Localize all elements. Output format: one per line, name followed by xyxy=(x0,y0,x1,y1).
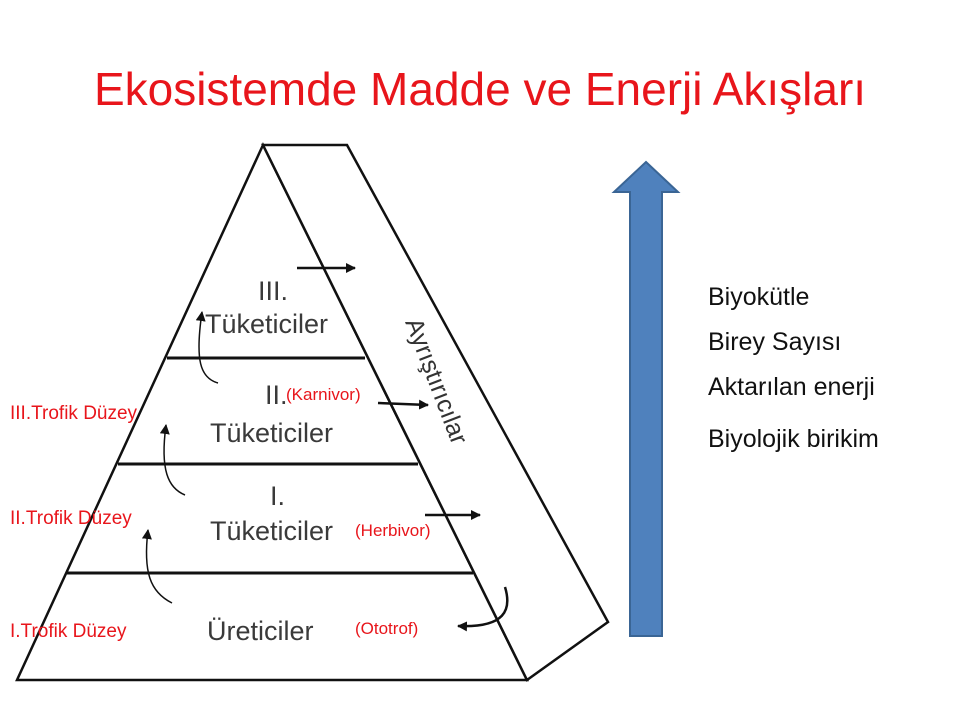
pyramid-outline xyxy=(15,142,610,682)
pyramid-side-face xyxy=(260,143,610,682)
increase-arrow xyxy=(611,160,681,637)
arrow-up-level1-to-level2 xyxy=(159,424,186,496)
trophic-label-2: II.Trofik Düzey xyxy=(10,508,132,529)
level3-numeral: III. xyxy=(258,276,288,306)
increase-item-aktarilan-enerji: Aktarılan enerji xyxy=(708,373,875,401)
increase-item-biyokutle: Biyokütle xyxy=(708,283,809,311)
feeding-type-herbivor: (Herbivor) xyxy=(355,521,431,540)
trophic-label-1: I.Trofik Düzey xyxy=(10,621,127,642)
feeding-type-karnivor: (Karnivor) xyxy=(286,385,361,404)
increase-item-biyolojik-birikim: Biyolojik birikim xyxy=(708,425,879,453)
arrow-right-level2 xyxy=(377,399,429,410)
level2-name: Tüketiciler xyxy=(210,418,333,448)
increase-item-birey-sayisi: Birey Sayısı xyxy=(708,328,841,356)
level3-name: Tüketiciler xyxy=(205,309,328,339)
arrow-up-producers-to-level1 xyxy=(141,529,173,604)
feeding-type-ototrof: (Ototrof) xyxy=(355,619,418,638)
page-title: Ekosistemde Madde ve Enerji Akışları xyxy=(93,63,867,115)
level2-numeral: II. xyxy=(265,380,288,410)
level1-numeral: I. xyxy=(270,481,285,511)
arrow-up-level2-to-level3 xyxy=(195,311,219,384)
arrow-return-producers xyxy=(457,586,509,632)
level1-name: Tüketiciler xyxy=(210,516,333,546)
producers-name: Üreticiler xyxy=(207,616,314,646)
trophic-label-3: III.Trofik Düzey xyxy=(10,403,138,424)
